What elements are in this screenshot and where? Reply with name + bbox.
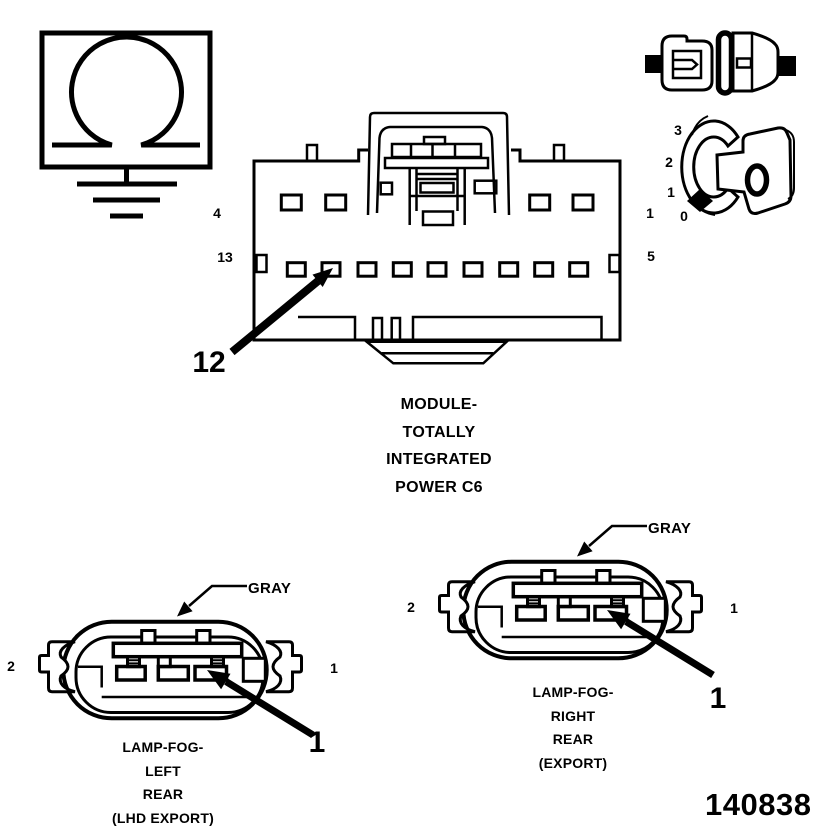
clocking-tick-2: 2 xyxy=(665,154,673,170)
fog-left-callout-label: 1 xyxy=(308,726,326,759)
tipm-connector-drawing xyxy=(252,111,622,365)
connector-clocking-indicator xyxy=(680,115,795,216)
clocking-tick-3: 3 xyxy=(674,122,682,138)
index-diamond xyxy=(687,189,713,212)
lamp-ground-symbol xyxy=(39,30,213,219)
fog-right-pin-2: 2 xyxy=(407,599,415,615)
fog-left-pin-1: 1 xyxy=(330,660,338,676)
tipm-latch xyxy=(366,111,511,227)
fog-right-caption: LAMP-FOG- RIGHT REAR (EXPORT) xyxy=(532,684,614,771)
wire-stub-right xyxy=(778,56,796,76)
tipm-pin-label-1: 1 xyxy=(646,205,654,221)
tipm-pin-label-5: 5 xyxy=(647,248,655,264)
fog-lamp-connector-right xyxy=(440,526,714,675)
mating-connector-pair-icon xyxy=(645,30,796,96)
seal-ring xyxy=(715,30,735,96)
fog-lamp-connector-left xyxy=(40,586,314,735)
tipm-pin-label-13: 13 xyxy=(217,249,233,265)
tipm-caption: MODULE- TOTALLY INTEGRATED POWER C6 xyxy=(386,396,492,496)
fog-left-caption: LAMP-FOG- LEFT REAR (LHD EXPORT) xyxy=(112,739,214,826)
index-hole xyxy=(744,163,770,197)
tipm-bottom-cavities xyxy=(285,261,590,278)
fog-left-pin-2: 2 xyxy=(7,658,15,674)
tipm-pin-label-4: 4 xyxy=(213,205,221,221)
clocking-tick-0: 0 xyxy=(680,208,688,224)
fog-right-pin-1: 1 xyxy=(730,600,738,616)
tipm-callout-label: 12 xyxy=(192,346,226,379)
tipm-top-cavities xyxy=(279,193,595,212)
fog-right-color-label: GRAY xyxy=(648,520,692,537)
callout-arrow-12 xyxy=(229,268,333,356)
figure-number: 140838 xyxy=(705,787,812,822)
clocking-tick-1: 1 xyxy=(667,184,675,200)
fog-left-color-label: GRAY xyxy=(248,580,292,597)
fog-right-callout-label: 1 xyxy=(709,682,727,715)
wire-stub-left xyxy=(645,55,661,73)
